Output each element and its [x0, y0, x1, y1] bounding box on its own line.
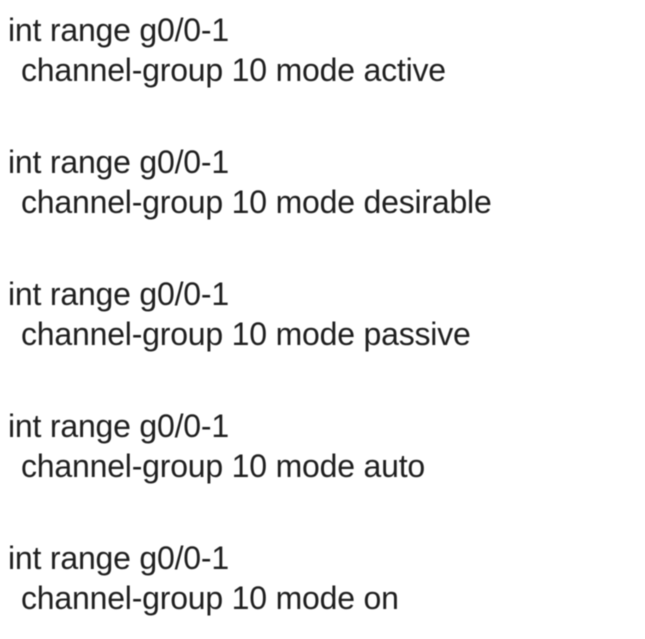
interface-range-line: int range g0/0-1: [8, 144, 229, 180]
channel-group-command-line: channel-group 10 mode on: [21, 580, 399, 616]
channel-group-command-line: channel-group 10 mode desirable: [21, 184, 492, 220]
interface-range-line: int range g0/0-1: [8, 540, 229, 576]
config-block-on: int range g0/0-1 channel-group 10 mode o…: [8, 538, 638, 618]
channel-group-command-line: channel-group 10 mode auto: [21, 448, 425, 484]
config-block-passive: int range g0/0-1 channel-group 10 mode p…: [8, 274, 638, 354]
config-block-desirable: int range g0/0-1 channel-group 10 mode d…: [8, 142, 638, 222]
interface-range-line: int range g0/0-1: [8, 408, 229, 444]
channel-group-command-line: channel-group 10 mode passive: [21, 316, 471, 352]
channel-group-command-line: channel-group 10 mode active: [21, 52, 446, 88]
config-block-active: int range g0/0-1 channel-group 10 mode a…: [8, 10, 638, 90]
interface-range-line: int range g0/0-1: [8, 276, 229, 312]
interface-range-line: int range g0/0-1: [8, 12, 229, 48]
config-block-auto: int range g0/0-1 channel-group 10 mode a…: [8, 406, 638, 486]
